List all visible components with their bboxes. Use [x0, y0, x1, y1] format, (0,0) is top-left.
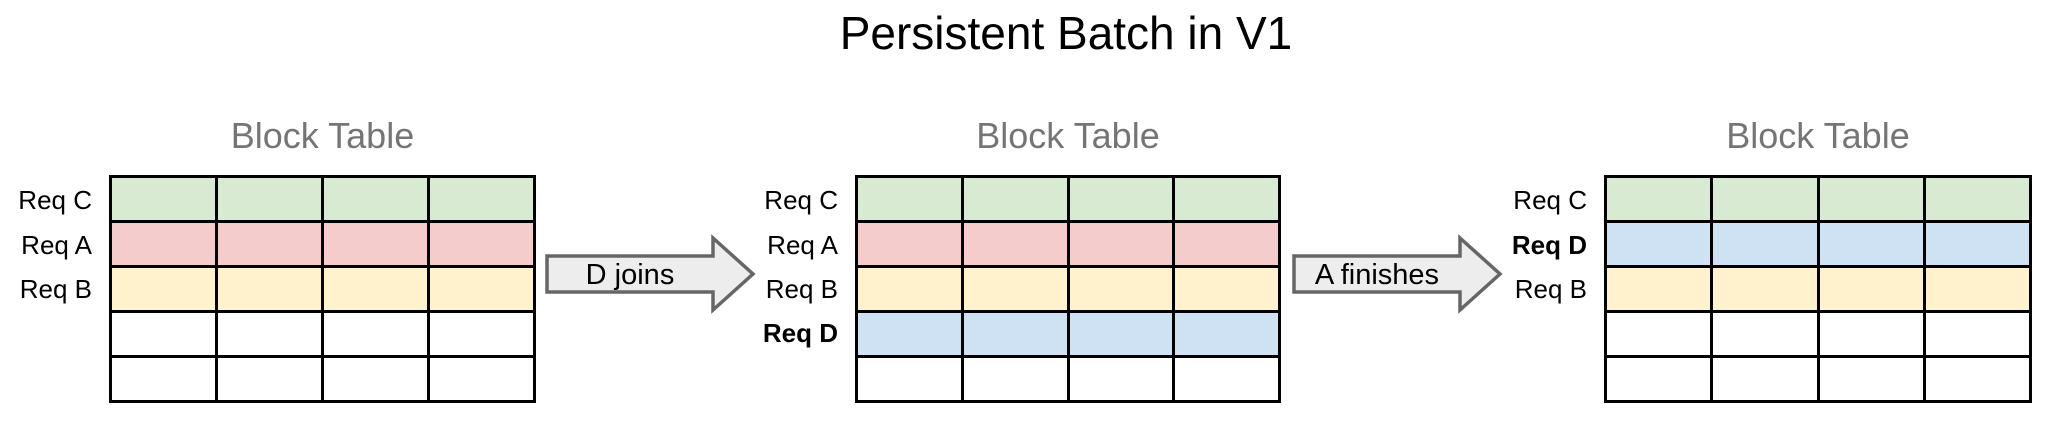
block-cell	[1607, 358, 1714, 400]
block-cell	[1713, 313, 1820, 355]
block-cell	[1069, 268, 1176, 310]
block-cell	[112, 358, 218, 400]
block-cell	[858, 313, 964, 355]
table-row	[1607, 178, 2029, 223]
block-cell	[1069, 313, 1176, 355]
right-arrow-shape	[545, 234, 756, 314]
block-cell	[1175, 313, 1278, 355]
block-cell	[1713, 268, 1820, 310]
block-cell	[963, 178, 1070, 220]
block-cell	[430, 313, 533, 355]
block-cell	[963, 223, 1070, 265]
row-label: Req C	[18, 185, 92, 216]
table-row	[112, 268, 533, 313]
arrow-label: A finishes	[1315, 259, 1439, 291]
block-cell	[1925, 268, 2029, 310]
block-cell	[430, 268, 533, 310]
block-cell	[1607, 268, 1714, 310]
row-label: Req A	[767, 229, 838, 260]
block-cell	[1819, 178, 1926, 220]
block-cell	[1713, 358, 1820, 400]
table-row	[858, 268, 1278, 313]
row-label: Req C	[1513, 185, 1587, 216]
block-cell	[1925, 313, 2029, 355]
block-cell	[1069, 178, 1176, 220]
block-cell	[218, 178, 324, 220]
block-cell	[112, 313, 218, 355]
block-cell	[430, 178, 533, 220]
row-label: Req B	[765, 274, 838, 304]
table-row	[1607, 358, 2029, 400]
block-cell	[1819, 268, 1926, 310]
block-table	[1604, 175, 2032, 403]
table-row	[858, 178, 1278, 223]
block-cell	[430, 358, 533, 400]
block-cell	[1713, 223, 1820, 265]
table-row	[858, 313, 1278, 358]
block-cell	[1175, 178, 1278, 220]
block-table	[109, 175, 536, 403]
block-cell	[1607, 313, 1714, 355]
block-table-subtitle: Block Table	[976, 115, 1160, 156]
block-cell	[963, 313, 1070, 355]
block-table-subtitle: Block Table	[1726, 115, 1910, 156]
block-cell	[1069, 358, 1176, 400]
table-row	[1607, 268, 2029, 313]
block-cell	[858, 178, 964, 220]
block-cell	[858, 223, 964, 265]
arrow-label: D joins	[586, 259, 675, 291]
block-cell	[858, 358, 964, 400]
block-table	[855, 175, 1281, 403]
table-row	[858, 223, 1278, 268]
table-row	[112, 313, 533, 358]
row-label: Req C	[764, 185, 838, 216]
block-cell	[1713, 178, 1820, 220]
block-cell	[218, 223, 324, 265]
block-cell	[1175, 268, 1278, 310]
block-cell	[963, 358, 1070, 400]
block-cell	[218, 358, 324, 400]
block-cell	[1607, 178, 1714, 220]
table-row	[112, 358, 533, 400]
row-label: Req D	[1511, 229, 1587, 260]
block-cell	[112, 223, 218, 265]
block-cell	[1819, 358, 1926, 400]
row-label: Req A	[21, 229, 92, 260]
block-cell	[324, 268, 430, 310]
block-cell	[324, 178, 430, 220]
row-label: Req D	[762, 318, 838, 349]
block-cell	[1925, 178, 2029, 220]
block-cell	[858, 268, 964, 310]
block-cell	[1925, 358, 2029, 400]
block-cell	[218, 313, 324, 355]
row-label: Req B	[1514, 274, 1587, 304]
block-cell	[1819, 313, 1926, 355]
right-arrow-shape	[1292, 234, 1503, 314]
block-cell	[1175, 358, 1278, 400]
block-cell	[1607, 223, 1714, 265]
block-cell	[112, 268, 218, 310]
table-row	[1607, 223, 2029, 268]
transition-arrow: A finishes	[1292, 234, 1503, 314]
table-row	[112, 178, 533, 223]
table-row	[858, 358, 1278, 400]
block-cell	[324, 313, 430, 355]
row-label: Req B	[19, 274, 92, 304]
block-cell	[1925, 223, 2029, 265]
block-cell	[430, 223, 533, 265]
table-row	[112, 223, 533, 268]
block-cell	[324, 223, 430, 265]
block-cell	[324, 358, 430, 400]
block-cell	[1069, 223, 1176, 265]
block-cell	[112, 178, 218, 220]
block-cell	[963, 268, 1070, 310]
diagram-title: Persistent Batch in V1	[839, 7, 1293, 59]
block-cell	[218, 268, 324, 310]
transition-arrow: D joins	[545, 234, 756, 314]
block-cell	[1175, 223, 1278, 265]
block-table-subtitle: Block Table	[230, 115, 415, 156]
block-cell	[1819, 223, 1926, 265]
table-row	[1607, 313, 2029, 358]
